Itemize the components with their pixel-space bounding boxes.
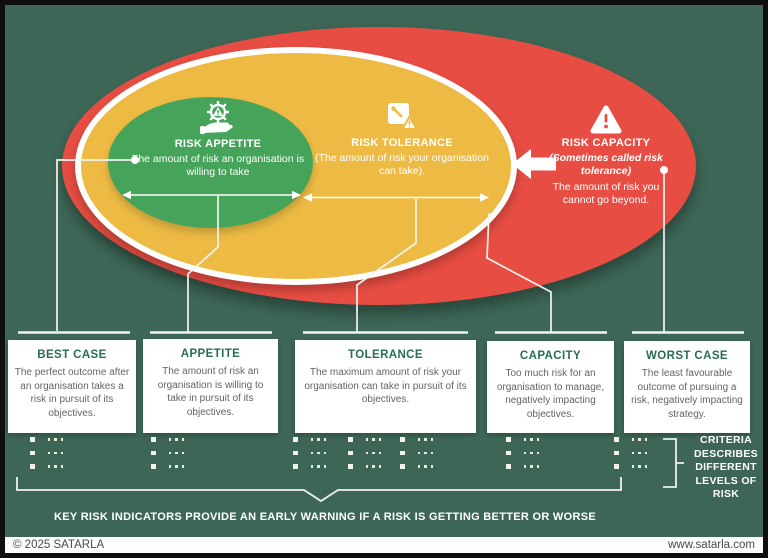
- card-title: WORST CASE: [646, 350, 728, 362]
- card-capacity: CAPACITY Too much risk for an organisati…: [487, 341, 614, 433]
- card-appetite: APPETITE The amount of risk an organisat…: [143, 339, 278, 433]
- footer-copyright: © 2025 SATARLA: [13, 539, 105, 551]
- footer-website: www.satarla.com: [668, 539, 755, 551]
- risk-appetite-label-block: RISK APPETITE The amount of risk an orga…: [118, 99, 318, 179]
- card-title: TOLERANCE: [348, 349, 423, 361]
- risk-capacity-subtitle: (Sometimes called risk tolerance): [549, 152, 663, 177]
- warning-triangle-icon: [538, 104, 674, 135]
- hand-gear-warning-icon: [118, 99, 318, 136]
- kri-placeholder-group: [151, 437, 188, 469]
- risk-tolerance-body: (The amount of risk your organisation ca…: [315, 152, 489, 177]
- card-body: Too much risk for an organisation to man…: [496, 368, 605, 420]
- kri-placeholder-group: [348, 437, 385, 469]
- kri-note: KEY RISK INDICATORS PROVIDE AN EARLY WAR…: [54, 511, 596, 523]
- card-body: The perfect outcome after an organisatio…: [14, 367, 130, 419]
- gauge-warning-icon: [312, 99, 492, 135]
- kri-placeholder-group: [614, 437, 651, 469]
- card-body: The amount of risk an organisation is wi…: [157, 366, 264, 418]
- risk-capacity-title: RISK CAPACITY: [561, 137, 651, 149]
- card-tolerance: TOLERANCE The maximum amount of risk you…: [295, 340, 476, 433]
- criteria-note: CRITERIA DESCRIBES DIFFERENT LEVELS OF R…: [694, 434, 758, 500]
- card-title: CAPACITY: [519, 350, 582, 362]
- card-body: The least favourable outcome of pursuing…: [631, 368, 743, 420]
- kri-placeholder-group: [400, 437, 437, 469]
- criteria-brace: [663, 438, 684, 488]
- risk-capacity-label-block: RISK CAPACITY (Sometimes called risk tol…: [538, 104, 674, 207]
- kri-bracket: [16, 477, 622, 503]
- kri-placeholder-group: [30, 437, 67, 469]
- risk-tolerance-title: RISK TOLERANCE: [351, 137, 453, 149]
- kri-placeholder-group: [293, 437, 330, 469]
- risk-appetite-body: The amount of risk an organisation is wi…: [131, 153, 305, 178]
- risk-tolerance-label-block: RISK TOLERANCE (The amount of risk your …: [312, 99, 492, 178]
- card-best-case: BEST CASE The perfect outcome after an o…: [8, 340, 136, 433]
- card-body: The maximum amount of risk your organisa…: [304, 367, 467, 405]
- diagram-canvas: RISK APPETITE The amount of risk an orga…: [5, 5, 763, 537]
- card-worst-case: WORST CASE The least favourable outcome …: [624, 341, 750, 433]
- risk-appetite-title: RISK APPETITE: [174, 138, 262, 150]
- card-title: APPETITE: [180, 348, 241, 360]
- card-title: BEST CASE: [37, 349, 107, 361]
- footer-bar: © 2025 SATARLA www.satarla.com: [5, 537, 763, 553]
- risk-capacity-body: The amount of risk you cannot go beyond.: [552, 181, 660, 206]
- kri-placeholder-group: [506, 437, 543, 469]
